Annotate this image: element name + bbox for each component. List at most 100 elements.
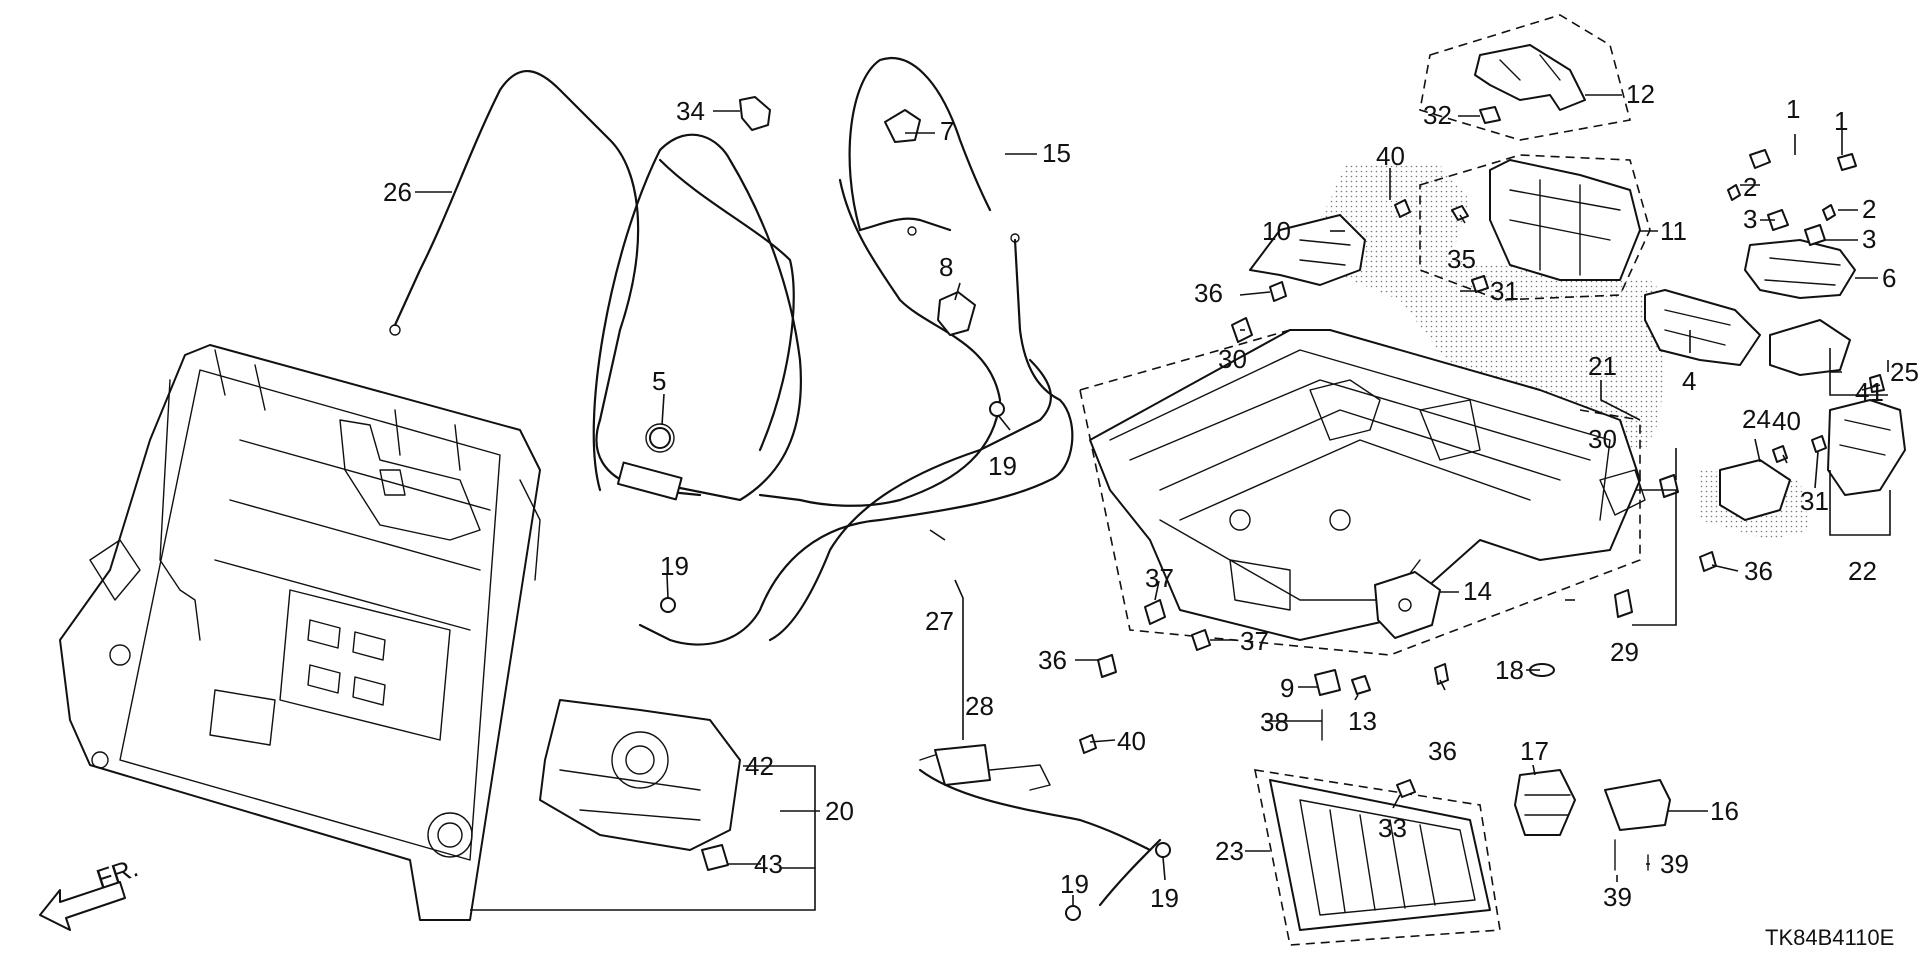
label-40: 40 bbox=[1117, 726, 1146, 756]
cover-11[interactable] bbox=[1489, 159, 1641, 281]
label-4: 4 bbox=[1682, 366, 1696, 396]
label-8: 8 bbox=[939, 252, 953, 282]
label-12: 12 bbox=[1626, 79, 1655, 109]
label-26: 26 bbox=[383, 177, 412, 207]
label-17: 17 bbox=[1520, 736, 1549, 766]
handle-17[interactable] bbox=[1514, 769, 1576, 836]
label-10: 10 bbox=[1262, 216, 1291, 246]
cover-6[interactable] bbox=[1744, 239, 1856, 299]
bolt-37-b[interactable] bbox=[1191, 629, 1211, 651]
bracket-10[interactable] bbox=[1249, 214, 1366, 286]
label-18: 18 bbox=[1495, 655, 1524, 685]
handle-28[interactable] bbox=[918, 744, 1152, 852]
label-39: 39 bbox=[1660, 849, 1689, 879]
label-27: 27 bbox=[925, 606, 954, 636]
cover-12[interactable] bbox=[1474, 44, 1586, 111]
cover-22[interactable] bbox=[1827, 399, 1906, 496]
label-19: 19 bbox=[988, 451, 1017, 481]
label-28: 28 bbox=[965, 691, 994, 721]
bracket-24[interactable] bbox=[1719, 459, 1791, 521]
bolt-40-b[interactable] bbox=[1772, 445, 1788, 463]
recliner-20[interactable] bbox=[539, 699, 741, 851]
cable-27[interactable] bbox=[638, 178, 1074, 646]
label-2: 2 bbox=[1743, 172, 1757, 202]
bolt-36-d[interactable] bbox=[1434, 663, 1449, 685]
label-15: 15 bbox=[1042, 138, 1071, 168]
cap-1-b[interactable] bbox=[1837, 153, 1857, 171]
clip-3-b[interactable] bbox=[1804, 224, 1826, 246]
clip-33[interactable] bbox=[1396, 779, 1416, 798]
label-33: 33 bbox=[1378, 813, 1407, 843]
label-40: 40 bbox=[1772, 406, 1801, 436]
seat-back-frame[interactable] bbox=[59, 344, 541, 921]
label-6: 6 bbox=[1882, 263, 1896, 293]
label-36: 36 bbox=[1194, 278, 1223, 308]
screw-2-a[interactable] bbox=[1727, 184, 1741, 201]
label-14: 14 bbox=[1463, 576, 1492, 606]
cap-9[interactable] bbox=[1314, 669, 1341, 696]
tray-23[interactable] bbox=[1269, 779, 1491, 931]
front-arrow-icon bbox=[39, 881, 126, 931]
bolt-43[interactable] bbox=[701, 844, 729, 871]
label-20: 20 bbox=[825, 796, 854, 826]
bolt-29[interactable] bbox=[1614, 589, 1633, 618]
label-13: 13 bbox=[1348, 706, 1377, 736]
cap-1-a[interactable] bbox=[1749, 149, 1771, 169]
label-34: 34 bbox=[676, 96, 705, 126]
label-39: 39 bbox=[1603, 882, 1632, 912]
label-32: 32 bbox=[1423, 100, 1452, 130]
label-7: 7 bbox=[940, 116, 954, 146]
label-31: 31 bbox=[1490, 276, 1519, 306]
label-11: 11 bbox=[1660, 216, 1687, 246]
label-21: 21 bbox=[1588, 351, 1617, 381]
clip-31-b[interactable] bbox=[1811, 435, 1827, 453]
clip-5[interactable] bbox=[649, 427, 671, 449]
label-29: 29 bbox=[1610, 637, 1639, 667]
cable-end-19[interactable] bbox=[1098, 838, 1162, 907]
label-19: 19 bbox=[1060, 869, 1089, 899]
grommet-19-a[interactable] bbox=[989, 401, 1005, 417]
label-5: 5 bbox=[652, 366, 666, 396]
clip-34[interactable] bbox=[739, 96, 771, 131]
label-30: 30 bbox=[1218, 344, 1247, 374]
label-1: 1 bbox=[1834, 106, 1848, 136]
grommet-19-d[interactable] bbox=[1155, 842, 1171, 858]
bolt-40-c[interactable] bbox=[1079, 734, 1097, 754]
cable-bundle-5[interactable] bbox=[592, 133, 802, 502]
bolt-37-a[interactable] bbox=[1144, 599, 1166, 625]
clip-35[interactable] bbox=[1451, 205, 1469, 221]
bolt-30-b[interactable] bbox=[1659, 474, 1679, 498]
clip-3-a[interactable] bbox=[1767, 209, 1789, 231]
cover-4[interactable] bbox=[1644, 289, 1761, 366]
grommet-19-c[interactable] bbox=[1065, 905, 1081, 921]
bolt-36-b[interactable] bbox=[1699, 551, 1717, 572]
label-36: 36 bbox=[1428, 736, 1457, 766]
label-36: 36 bbox=[1038, 645, 1067, 675]
part-labels: 1 1 2 2 3 3 4 5 6 7 8 9 10 11 12 13 14 1… bbox=[383, 79, 1919, 913]
label-41: 41 bbox=[1855, 377, 1884, 407]
label-30: 30 bbox=[1588, 424, 1617, 454]
label-25: 25 bbox=[1890, 357, 1919, 387]
cover-25[interactable] bbox=[1769, 319, 1851, 376]
label-22: 22 bbox=[1848, 556, 1877, 586]
clip-8[interactable] bbox=[937, 291, 976, 336]
bolt-36-a[interactable] bbox=[1269, 281, 1287, 302]
clip-13[interactable] bbox=[1351, 675, 1371, 695]
clip-31-a[interactable] bbox=[1471, 275, 1489, 293]
nut-32[interactable] bbox=[1479, 106, 1501, 124]
label-42: 42 bbox=[745, 751, 774, 781]
leader-lines bbox=[415, 94, 1891, 911]
diagram-code: TK84B4110E bbox=[1765, 925, 1894, 950]
label-9: 9 bbox=[1280, 673, 1294, 703]
bracket-14[interactable] bbox=[1374, 571, 1441, 639]
screw-2-b[interactable] bbox=[1822, 204, 1836, 221]
label-37: 37 bbox=[1145, 563, 1174, 593]
cover-16[interactable] bbox=[1604, 779, 1671, 831]
clip-7[interactable] bbox=[884, 109, 921, 143]
bolt-40-a[interactable] bbox=[1394, 199, 1411, 218]
grommet-19-b[interactable] bbox=[660, 597, 676, 613]
label-16: 16 bbox=[1710, 796, 1739, 826]
label-1: 1 bbox=[1786, 94, 1800, 124]
cable-15[interactable] bbox=[848, 57, 992, 236]
bolt-36-c[interactable] bbox=[1097, 654, 1117, 678]
